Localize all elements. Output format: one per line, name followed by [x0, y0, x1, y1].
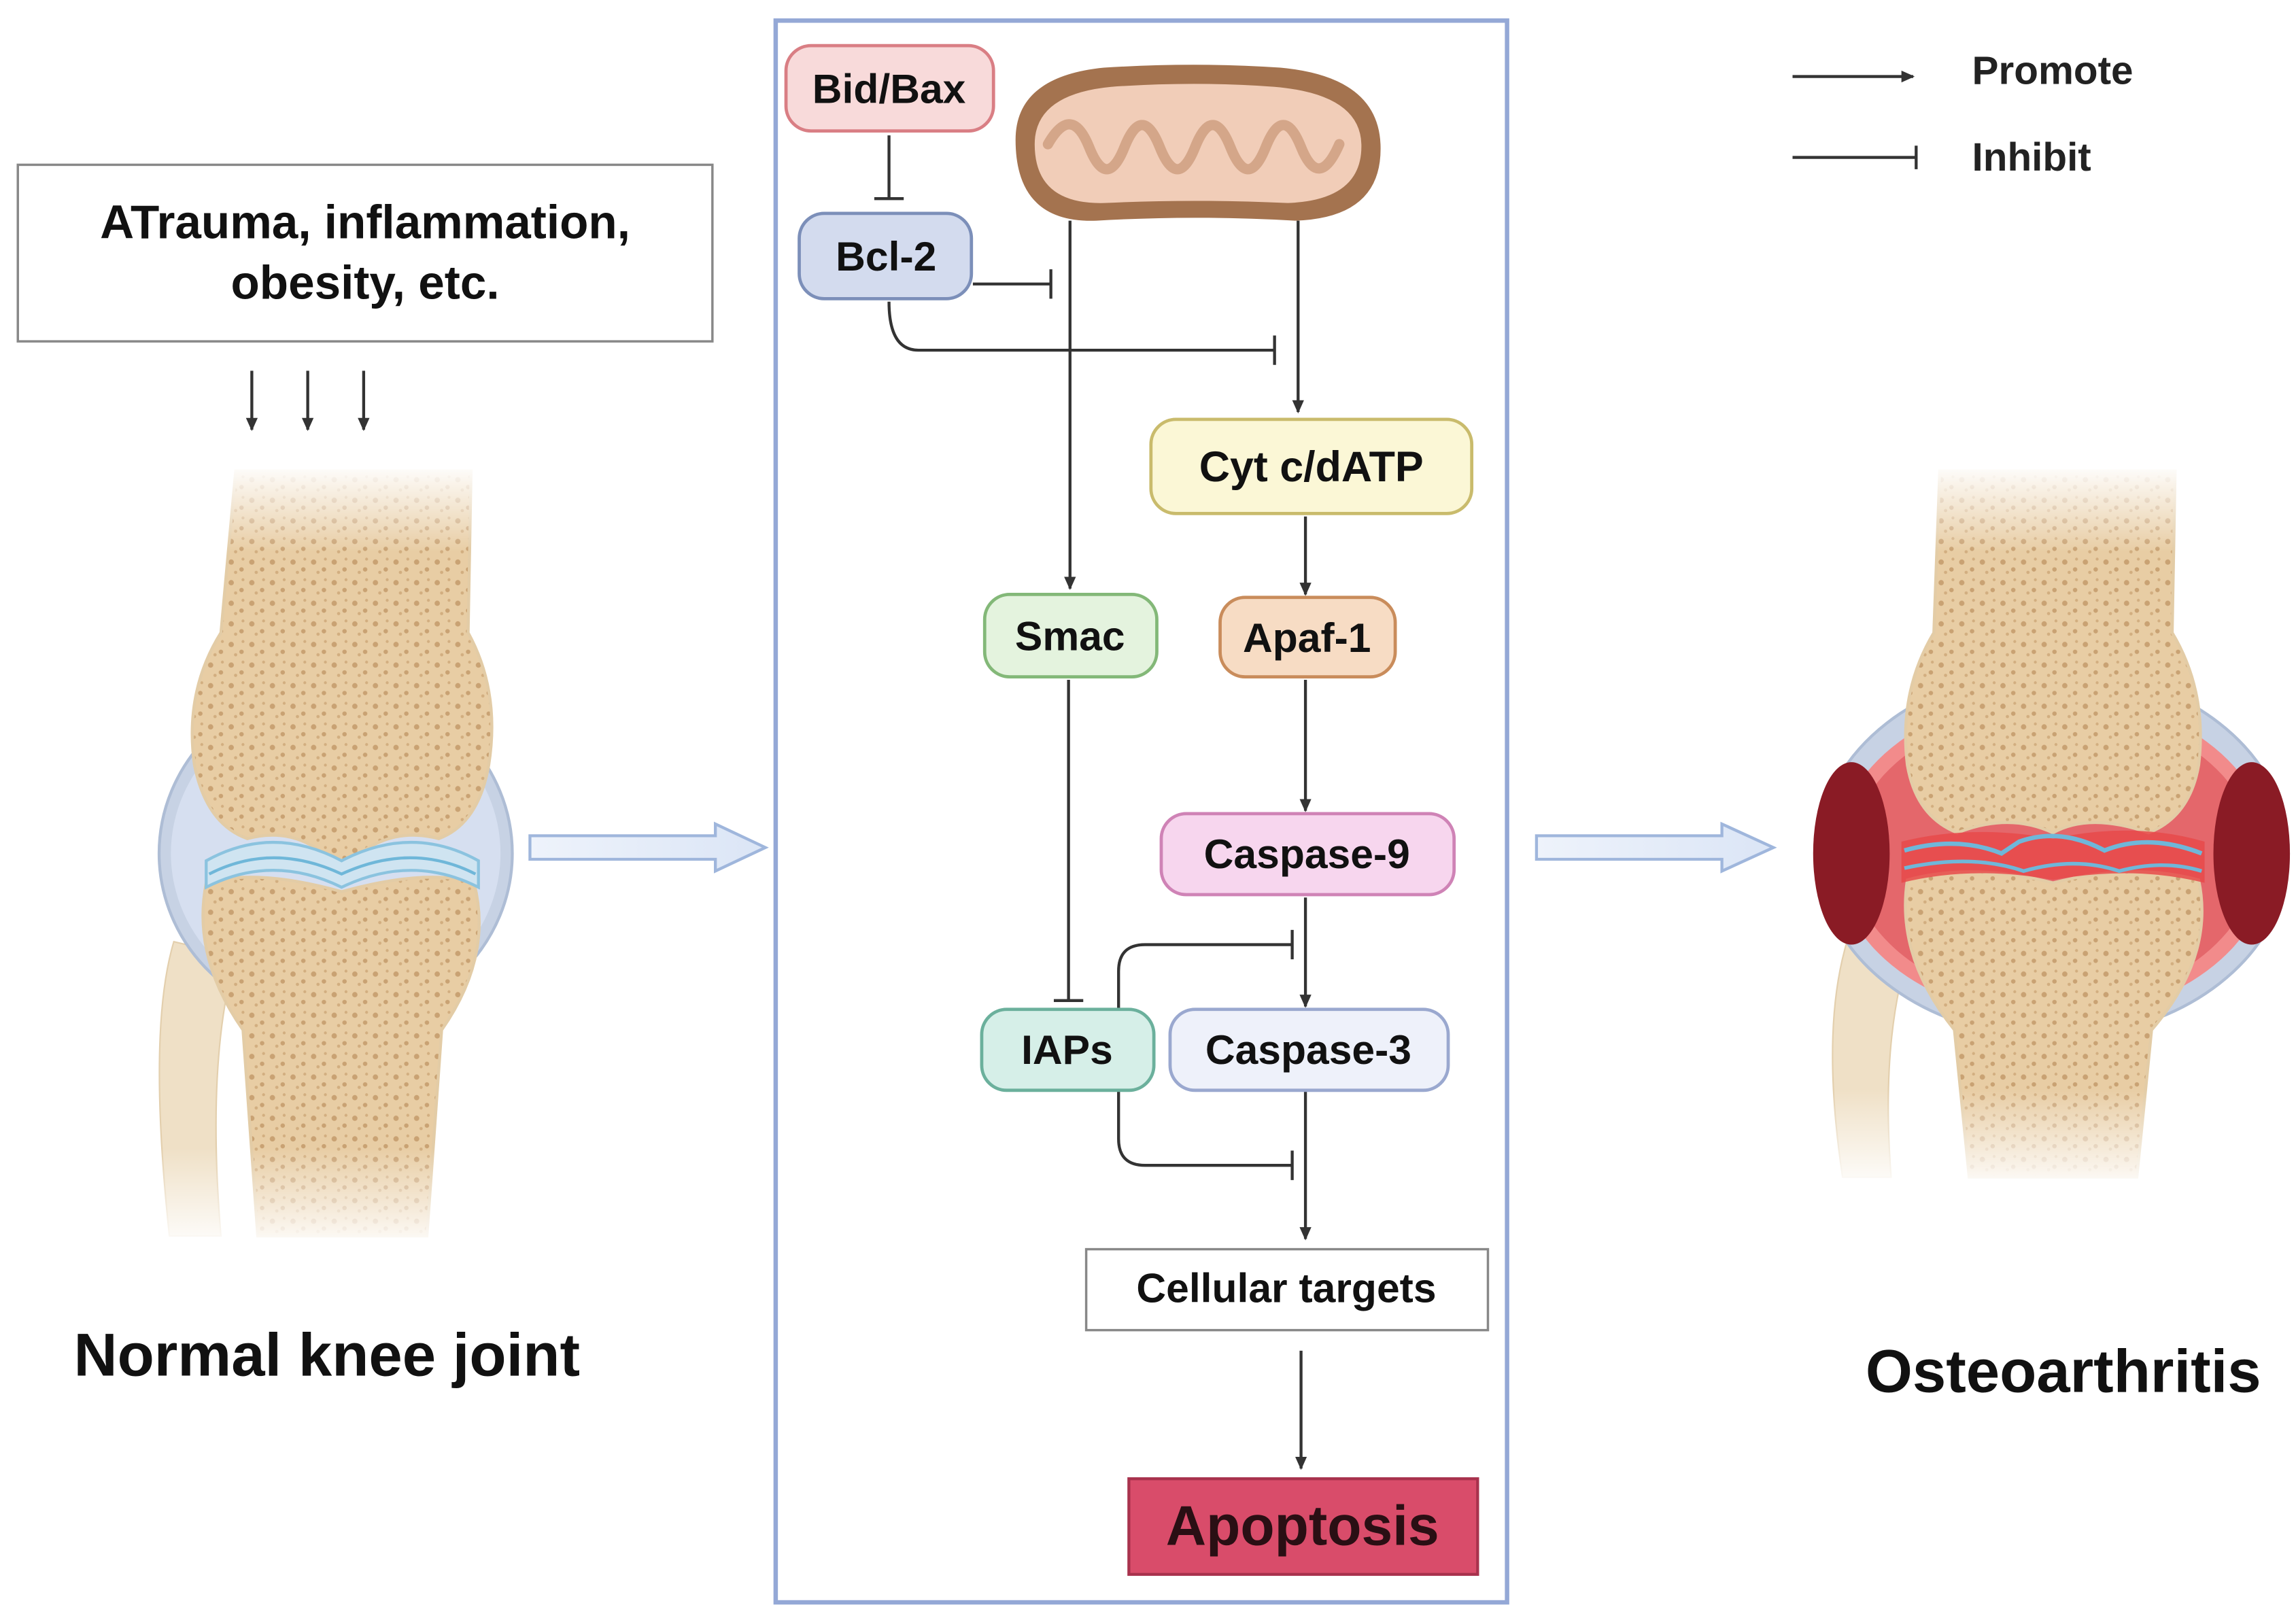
svg-text:Cyt c/dATP: Cyt c/dATP	[1199, 443, 1424, 491]
node-cyt-c-datp: Cyt c/dATP	[1149, 417, 1474, 515]
svg-text:Caspase-3: Caspase-3	[1205, 1027, 1411, 1073]
svg-text:Smac: Smac	[1015, 613, 1125, 659]
legend: Promote Inhibit	[1792, 48, 2134, 179]
node-iaps: IAPs	[980, 1007, 1156, 1092]
svg-text:Apoptosis: Apoptosis	[1166, 1496, 1439, 1557]
node-bid-bax: Bid/Bax	[784, 44, 995, 133]
inhibit-legend-label: Inhibit	[1972, 135, 2091, 179]
node-caspase-9: Caspase-9	[1159, 812, 1456, 897]
trigger-arrows	[245, 370, 370, 432]
transition-arrow-left	[528, 821, 769, 874]
trigger-line-2: obesity, etc.	[230, 256, 499, 309]
svg-text:Bcl-2: Bcl-2	[836, 233, 936, 279]
transition-arrow-right	[1535, 821, 1777, 874]
svg-text:IAPs: IAPs	[1021, 1027, 1113, 1073]
trigger-box: ATrauma, inflammation, obesity, etc.	[16, 163, 714, 343]
node-cellular-targets: Cellular targets	[1084, 1247, 1490, 1332]
node-smac: Smac	[982, 593, 1159, 679]
node-apoptosis: Apoptosis	[1127, 1477, 1479, 1576]
svg-text:Apaf-1: Apaf-1	[1243, 615, 1371, 661]
pathway-connectors	[874, 135, 1312, 1470]
promote-legend-label: Promote	[1972, 48, 2134, 92]
svg-text:Bid/Bax: Bid/Bax	[812, 66, 966, 112]
svg-text:Cellular targets: Cellular targets	[1136, 1264, 1436, 1311]
osteoarthritis-knee-illustration	[1810, 463, 2296, 1192]
normal-knee-caption: Normal knee joint	[73, 1322, 580, 1389]
trigger-line-1: ATrauma, inflammation,	[100, 196, 630, 249]
node-apaf1: Apaf-1	[1218, 596, 1397, 679]
osteoarthritis-caption: Osteoarthritis	[1866, 1338, 2261, 1405]
normal-knee-illustration	[147, 463, 530, 1251]
node-caspase-3: Caspase-3	[1168, 1007, 1450, 1092]
svg-text:Caspase-9: Caspase-9	[1204, 831, 1410, 877]
node-bcl2: Bcl-2	[798, 211, 974, 300]
mitochondrion-icon	[1015, 65, 1381, 221]
